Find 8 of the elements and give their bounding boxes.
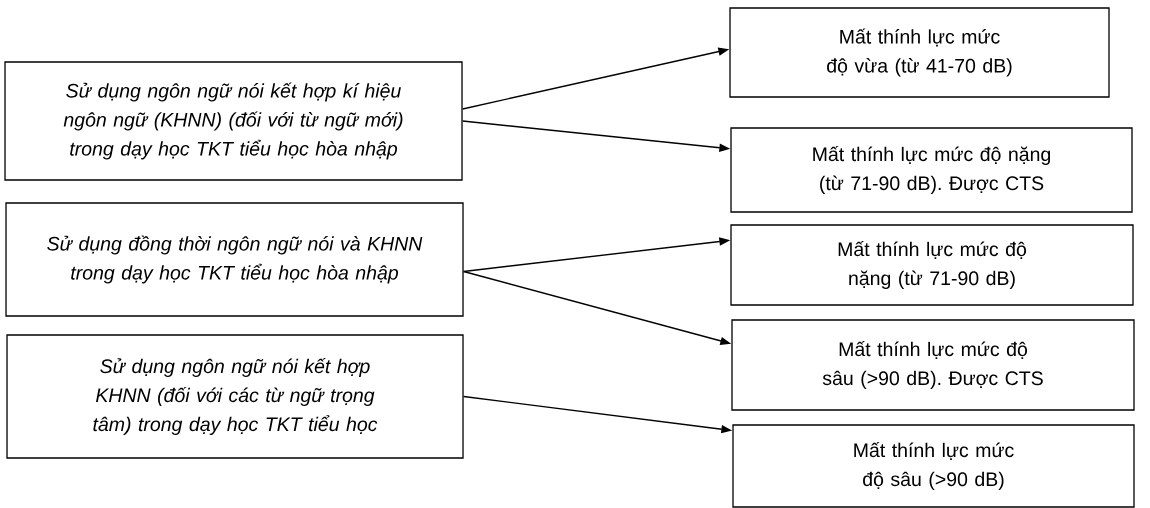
text-box: Sử dụng đồng thời ngôn ngữ nói và KHNN trong dạy học TKT tiểu học hòa nhập <box>5 202 464 317</box>
text-box: Mất thính lực mức độ nặng (từ 71-90 dB). Được CTS <box>730 127 1133 213</box>
text-box: Mất thính lực mức độ vừa (từ 41-70 dB) <box>729 7 1110 98</box>
text-box: Mất thính lực mức độ sâu (>90 dB) <box>732 424 1135 508</box>
text-box: Sử dụng ngôn ngữ nói kết hợp kí hiệu ngôn ngữ (KHNN) (đối với từ ngữ mới) trong dạy học TKT tiểu học hòa nhập <box>4 61 463 181</box>
text-box: Sử dụng ngôn ngữ nói kết hợp KHNN (đối với các từ ngữ trọng tâm) trong dạy học TKT tiểu học <box>6 334 464 459</box>
text-box: Mất thính lực mức độ sâu (>90 dB). Được CTS <box>731 319 1135 411</box>
text-box: Mất thính lực mức độ nặng (từ 71-90 dB) <box>730 224 1134 306</box>
